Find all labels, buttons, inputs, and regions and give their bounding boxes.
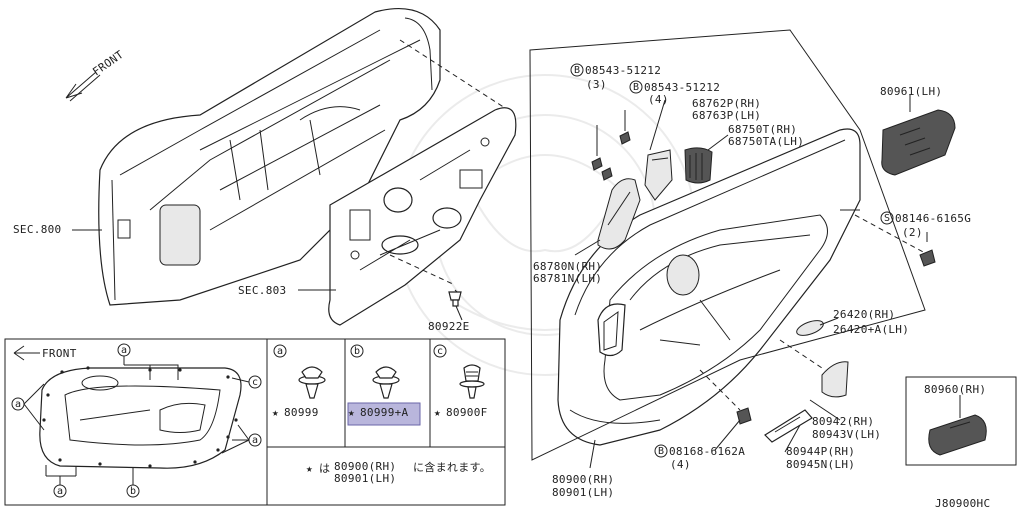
part-68763p-label: 68763P(LH) [692,109,761,122]
note-part-2: 80901(LH) [334,472,396,485]
part-80942-label: 80942(RH) [812,415,874,428]
highlight-80999-a [347,402,421,426]
labels-left: SEC.800 SEC.803 80922E [13,223,470,333]
bolt-08543-b-label: 08543-51212 [644,81,720,94]
screw-08146-qty: (2) [902,226,923,239]
bolt-08168-label: 08168-6162A [669,445,745,458]
clip-cell-a: a ★ 80999 [272,344,326,419]
callout-B-2: B [633,82,639,93]
part-80942 [779,339,849,398]
right-group-outline [529,29,926,461]
callout-a-top: a [121,345,127,356]
inset-callouts: a a c a a b [11,343,262,498]
part-80944p-label: 80944P(RH) [786,445,855,458]
inset-trim [39,366,242,469]
clip-b-star: ★ [348,406,355,419]
callout-c: c [252,377,258,388]
part-80900-label: 80900(RH) [552,473,614,486]
leaders-right [589,99,860,469]
front-label-main: FRONT [90,48,126,79]
callout-a-bottom: a [57,486,63,497]
switch-80961 [881,95,956,176]
part-80943v-label: 80943V(LH) [812,428,881,441]
callout-a-right: a [252,435,258,446]
clip-b-code: 80999+A [360,406,409,419]
screw-08146 [854,214,936,267]
bolt-08543-a-label: 08543-51212 [585,64,661,77]
part-80922e-label: 80922E [428,320,470,333]
bolt-08168-qty: (4) [670,458,691,471]
switch-80960-box [905,376,1017,466]
clip-cell-b: b ★ 80999+A [347,344,421,426]
front-arrow-inset: FRONT [13,345,77,361]
star-note: ★ は 80900(RH) に含まれます。 80901(LH) [306,460,491,485]
part-80901-label: 80901(LH) [552,486,614,499]
part-68750ta-label: 68750TA(LH) [728,135,804,148]
part-68762p-label: 68762P(RH) [692,97,761,110]
part-80960-label: 80960(RH) [924,383,986,396]
part-68762p [644,149,673,201]
sec-800-label: SEC.800 [13,223,61,236]
labels-right: B 08543-51212 (3) B 08543-51212 (4) 6876… [533,63,990,510]
clip-a-code: 80999 [284,406,319,419]
door-shell [98,8,441,306]
door-trim-panel [557,128,861,446]
part-68750t-label: 68750T(RH) [728,123,797,136]
bracket-68780n [574,178,641,256]
note-star: ★ [306,462,313,475]
note-text: に含まれます。 [413,460,491,474]
bolts-08543 [591,110,631,181]
front-label-inset: FRONT [42,347,77,360]
clip-cell-a-letter: a [277,346,283,357]
part-80945n-label: 80945N(LH) [786,458,855,471]
note-part-1: 80900(RH) [334,460,396,473]
clip-c-code: 80900F [446,406,488,419]
part-80944p [764,409,813,443]
part-68780n-label: 68780N(RH) [533,260,602,273]
callout-B-3: B [658,446,664,457]
callout-B-1: B [574,65,580,76]
callout-b-bottom: b [130,486,136,497]
bolt-08543-a-qty: (3) [586,78,607,91]
inset-box [4,338,506,506]
part-80961-label: 80961(LH) [880,85,942,98]
callout-S: S [884,213,890,224]
clip-cell-c: c ★ 80900F [433,344,488,419]
inner-panel [328,107,517,326]
part-26420a-label: 26420+A(LH) [833,323,909,336]
part-68781n-label: 68781N(LH) [533,272,602,285]
screw-08146-label: 08146-6165G [895,212,971,225]
front-arrow-main: FRONT [65,48,126,102]
part-68750t [684,147,713,184]
part-26420-label: 26420(RH) [833,308,895,321]
clip-a-star: ★ [272,406,279,419]
clip-cell-b-letter: b [354,346,360,357]
bolt-08543-b-qty: (4) [648,93,669,106]
clip-c-star: ★ [434,406,441,419]
clip-80922e [448,291,463,321]
sec-803-label: SEC.803 [238,284,286,297]
diagram-id: J80900HC [935,497,990,510]
clip-cell-c-letter: c [437,346,443,357]
callout-a-left: a [15,399,21,410]
bolt-08168 [699,369,752,425]
note-prefix: は [319,462,330,475]
